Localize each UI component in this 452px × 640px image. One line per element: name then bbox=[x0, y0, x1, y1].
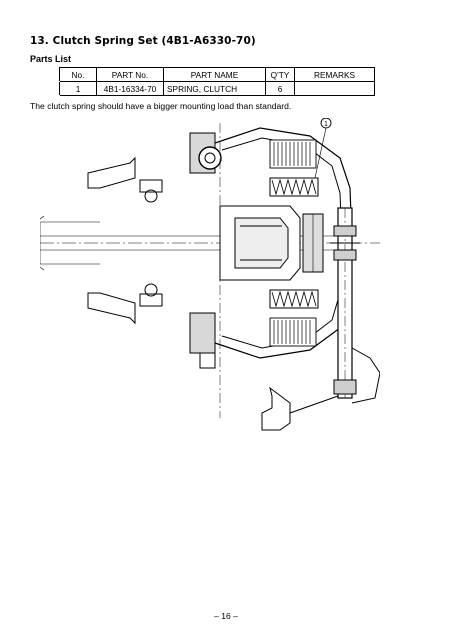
cell-part-no: 4B1-16334-70 bbox=[96, 81, 164, 96]
section-title: 13. Clutch Spring Set (4B1-A6330-70) bbox=[30, 35, 256, 47]
cell-remarks bbox=[294, 81, 375, 96]
col-header-remarks: REMARKS bbox=[294, 67, 375, 82]
note-text: The clutch spring should have a bigger m… bbox=[30, 101, 292, 111]
col-header-part-name: PART NAME bbox=[163, 67, 266, 82]
parts-list-heading: Parts List bbox=[30, 54, 72, 64]
callout-number: 1 bbox=[324, 121, 328, 128]
blank-cell bbox=[30, 67, 60, 82]
clutch-cross-section-drawing: 1 bbox=[40, 118, 380, 431]
cell-part-name: SPRING, CLUTCH bbox=[163, 81, 266, 96]
col-header-no: No. bbox=[59, 67, 97, 82]
cell-qty: 6 bbox=[265, 81, 295, 96]
col-header-qty: Q'TY bbox=[265, 67, 295, 82]
parts-table: No. PART No. PART NAME Q'TY REMARKS 1 4B… bbox=[30, 67, 375, 96]
table-row: 1 4B1-16334-70 SPRING, CLUTCH 6 bbox=[30, 81, 375, 96]
page-number: – 16 – bbox=[214, 611, 238, 621]
cell-no: 1 bbox=[59, 81, 97, 96]
table-header-row: No. PART No. PART NAME Q'TY REMARKS bbox=[30, 67, 375, 82]
col-header-part-no: PART No. bbox=[96, 67, 164, 82]
blank-cell bbox=[30, 81, 60, 96]
